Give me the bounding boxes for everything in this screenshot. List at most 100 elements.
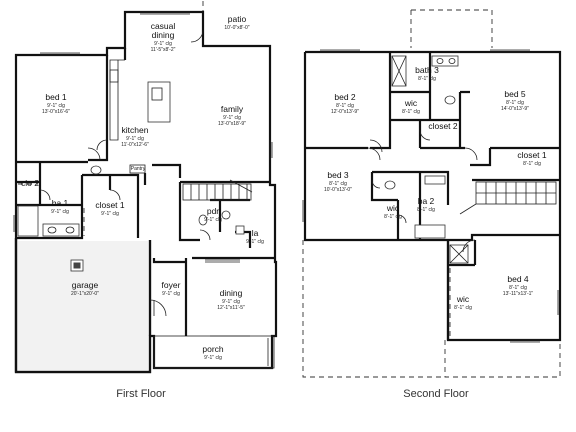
- second-floor-doors: [367, 129, 478, 253]
- room-name: wic: [404, 98, 418, 108]
- room-dimension: 9'-1" clg: [204, 217, 222, 223]
- pantry-label: Pantry: [131, 166, 146, 172]
- room-name: bed 2: [334, 92, 356, 102]
- second-floor-windows: [302, 49, 559, 343]
- room-name: dining: [152, 30, 175, 40]
- room-dimension: 9'-1" clg: [51, 209, 69, 215]
- room-dimension: 9'-1" clg: [126, 136, 144, 142]
- room-dimension: 13'-11"x13'-1": [503, 291, 534, 297]
- room-label-bath-3: bath 38'-1" clg: [415, 65, 439, 82]
- first-floor-stairs: [182, 179, 253, 201]
- room-dimension: 10'-0"x13'-0": [324, 187, 352, 193]
- garage-walls: [14, 238, 152, 374]
- second-floor-stairs: [459, 181, 557, 215]
- room-dimension: 13'-0"x16'-6": [42, 109, 70, 115]
- pdr-toilet: [198, 214, 208, 226]
- room-dimension: 8'-1" clg: [384, 214, 402, 220]
- laundry-washer: [235, 225, 245, 235]
- room-label-closet-1b: closet 18'-1" clg: [517, 150, 547, 167]
- room-name: bed 3: [327, 170, 349, 180]
- room-label-closet-1: closet 19'-1" clg: [95, 200, 125, 217]
- bath3-shower-x: [391, 55, 407, 87]
- room-dimension: 9'-1" clg: [162, 291, 180, 297]
- room-dimension: 9'-1" clg: [47, 103, 65, 109]
- room-name: family: [221, 104, 244, 114]
- bath3-vanity: [431, 55, 459, 67]
- room-name: bed 1: [45, 92, 67, 102]
- room-dimension: 9'-1" clg: [246, 239, 264, 245]
- room-label-ba-1: ba 19'-1" clg: [51, 198, 69, 215]
- ba1-tub: [17, 205, 39, 237]
- room-dimension: 12'-1"x11'-5": [217, 305, 245, 311]
- room-dimension: 8'-1" clg: [509, 285, 527, 291]
- room-name: la: [252, 228, 259, 238]
- room-dimension: 8'-1" clg: [402, 109, 420, 115]
- room-dimension: 20'-1"x20'-0": [71, 291, 99, 297]
- second-floor-caption: Second Floor: [403, 388, 469, 400]
- room-dimension: 8'-1" clg: [454, 305, 472, 311]
- second-floor-plan: [302, 9, 562, 378]
- room-dimension: 9'-1" clg: [101, 211, 119, 217]
- bath3-sink-b: [448, 58, 456, 64]
- ba1-toilet: [90, 165, 102, 175]
- kitchen-counter: [109, 59, 125, 141]
- first-floor-plan: [13, 1, 278, 374]
- room-dimension: 8'-1" clg: [418, 76, 436, 82]
- pantry-box: [129, 164, 146, 174]
- room-label-la: la9'-1" clg: [246, 228, 264, 245]
- room-name: foyer: [162, 280, 181, 290]
- bed4-closet-x: [449, 244, 469, 264]
- first-floor-caption: First Floor: [116, 388, 166, 400]
- room-name: casual: [151, 21, 176, 31]
- room-name: porch: [202, 344, 224, 354]
- room-dimension: 13'-0"x18'-9": [218, 121, 246, 127]
- room-dimension: 12'-0"x13'-9": [331, 109, 359, 115]
- room-dimension: 11'-0"x12'-6": [121, 142, 149, 148]
- room-name: dining: [220, 288, 243, 298]
- room-name: closet 1: [517, 150, 547, 160]
- room-name: clo 2: [21, 178, 39, 188]
- ba2-toilet: [384, 180, 396, 190]
- room-label-closet-2: closet 2: [428, 121, 458, 131]
- kitchen-island: [147, 81, 171, 123]
- room-label-ba-2: ba 28'-1" clg: [417, 196, 435, 213]
- pdr-sink: [221, 210, 231, 220]
- room-name: pdr: [207, 206, 219, 216]
- room-name: wic: [456, 294, 470, 304]
- room-dimension: 8'-1" clg: [506, 100, 524, 106]
- room-name: ba 2: [418, 196, 435, 206]
- room-dimension: 9'-1" clg: [223, 115, 241, 121]
- room-name: bed 4: [507, 274, 529, 284]
- kitchen-range: [109, 69, 119, 83]
- room-name: bath 3: [415, 65, 439, 75]
- room-dimension: 10'-0"x8'-0": [224, 25, 249, 31]
- garage-drain-grate: [73, 262, 81, 269]
- room-name: wic: [386, 203, 400, 213]
- room-dimension: 9'-1" clg: [204, 355, 222, 361]
- ba1-sink-a: [47, 226, 57, 234]
- roof-outline-bottom-right: [444, 340, 561, 378]
- bath3-sink-a: [436, 58, 444, 64]
- room-dimension: 8'-1" clg: [523, 161, 541, 167]
- room-name: closet 1: [95, 200, 125, 210]
- ba2-tub: [414, 224, 446, 239]
- room-dimension: 8'-1" clg: [417, 207, 435, 213]
